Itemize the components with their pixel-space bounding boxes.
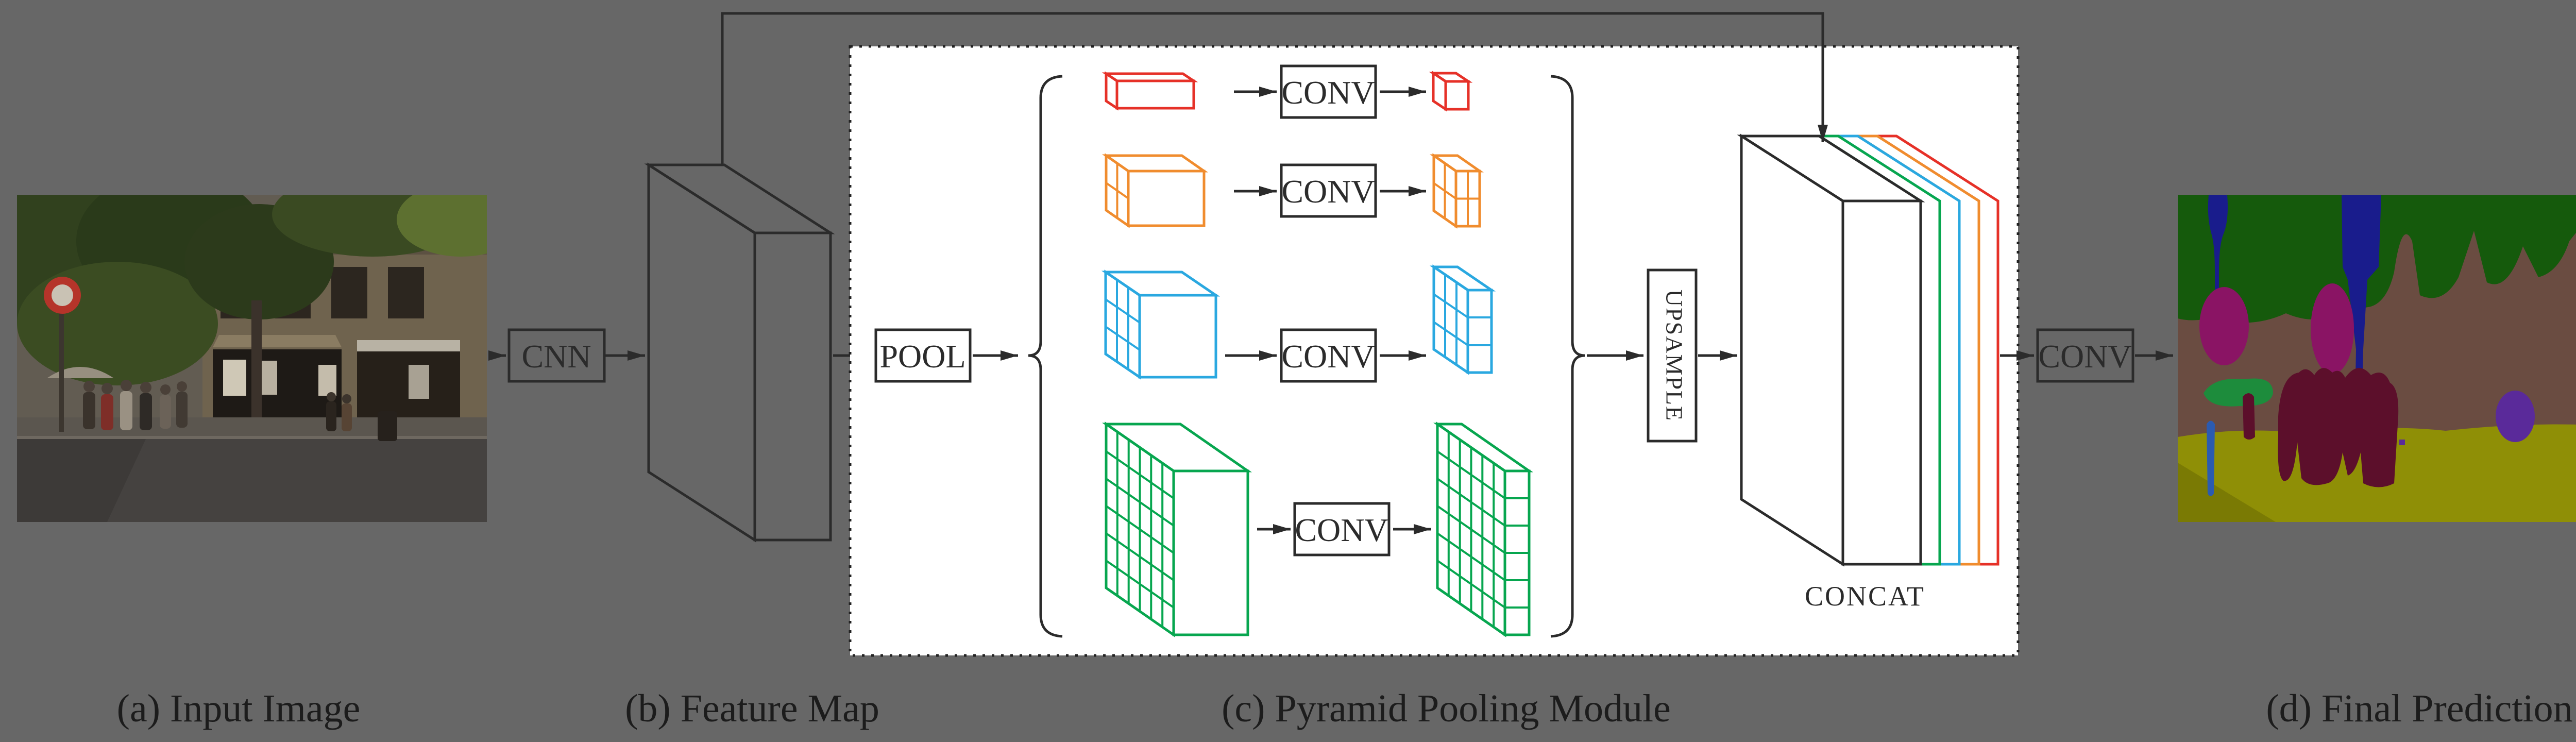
input-image [17, 195, 487, 522]
left-brace [1028, 75, 1063, 638]
conv-label-6x6: CONV [1295, 512, 1388, 548]
concat-main-slab [1737, 133, 1925, 567]
concat-block [1737, 133, 1999, 567]
photo-trunk [251, 300, 262, 427]
conv-box-6x6 [1293, 502, 1391, 556]
cnn-box [507, 328, 606, 383]
final-conv-box [2036, 328, 2134, 383]
photo-pedestrians [83, 380, 352, 431]
seg-terrain [2204, 378, 2273, 407]
pyramid-level-3x3-block [1101, 269, 1221, 380]
caption-input-image: (a) Input Image [117, 687, 361, 730]
skip-connection-arrow [721, 12, 1828, 164]
caption-final-prediction: (d) Final Prediction [2266, 687, 2572, 730]
pyramid-level-3x3-output [1429, 264, 1496, 375]
pyramid-level-2x2-block [1102, 153, 1208, 228]
conv-label-1x1: CONV [1281, 74, 1375, 111]
conv-box-1x1 [1280, 64, 1377, 119]
photo-awning [213, 335, 342, 347]
pyramid-level-1x1-output [1429, 71, 1473, 112]
seg-pole-blue [2207, 420, 2215, 496]
caption-feature-map: (b) Feature Map [625, 687, 879, 730]
cnn-label: CNN [521, 338, 591, 375]
seg-pole-navy [2342, 195, 2381, 522]
seg-sign-mid [2311, 283, 2354, 374]
pyramid-level-1x1-block [1101, 71, 1198, 111]
conv-box-3x3 [1280, 328, 1377, 383]
pool-box [874, 328, 972, 383]
conv-label-2x2: CONV [1281, 173, 1375, 210]
final-prediction-image [2178, 195, 2576, 522]
final-conv-label: CONV [2038, 338, 2131, 375]
right-brace [1550, 75, 1585, 638]
pyramid-level-2x2-output [1430, 153, 1484, 229]
seg-persons [2278, 368, 2399, 487]
upsample-label: UPSAMPLE [1661, 290, 1687, 421]
pool-label: POOL [879, 338, 965, 375]
upsample-box [1647, 268, 1698, 443]
caption-pyramid-module: (c) Pyramid Pooling Module [1222, 687, 1671, 730]
photo-trash-bin [378, 411, 397, 441]
seg-purple-blob [2496, 391, 2535, 442]
conv-label-3x3: CONV [1281, 338, 1375, 375]
feature-map-box [644, 162, 835, 543]
concat-label: CONCAT [1805, 581, 1925, 612]
pyramid-level-6x6-output [1433, 421, 1533, 637]
conv-box-2x2 [1280, 163, 1377, 218]
seg-sign-left [2199, 287, 2249, 365]
pyramid-level-6x6-block [1102, 421, 1252, 637]
